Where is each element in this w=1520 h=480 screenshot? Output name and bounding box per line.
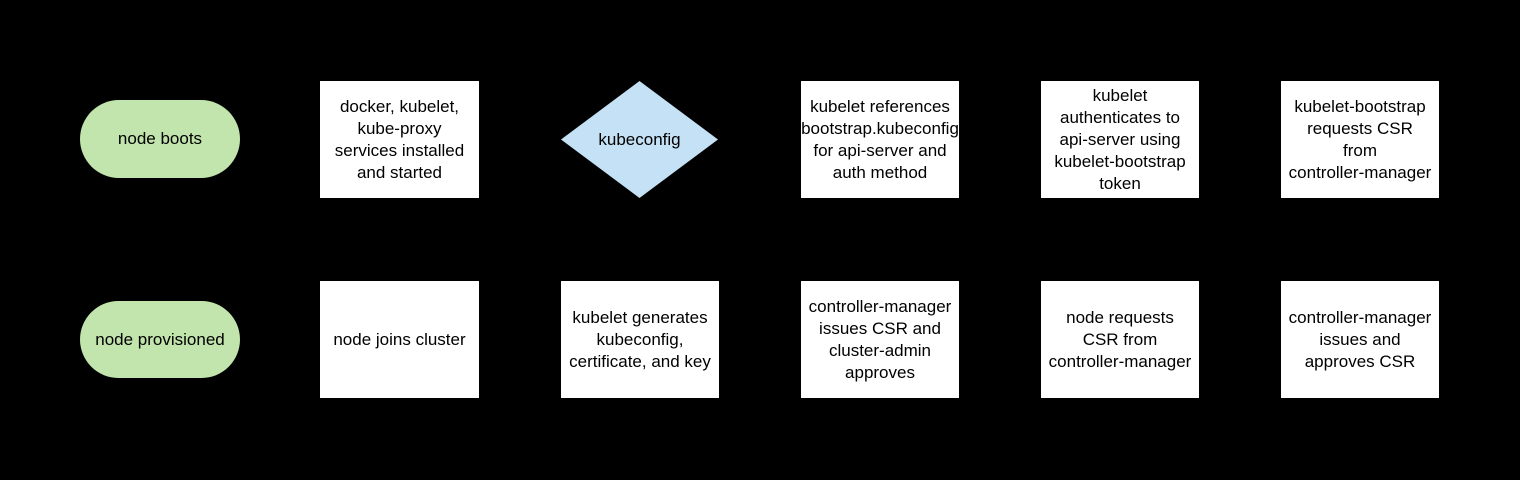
process-node-joins-cluster: node joins cluster <box>320 281 479 398</box>
terminator-node-provisioned: node provisioned <box>80 301 240 378</box>
process-cm-issues-admin-approves: controller-manager issues CSR and cluste… <box>801 281 959 398</box>
decision-kubeconfig: kubeconfig <box>561 81 718 198</box>
process-kubelet-references: kubelet references bootstrap.kubeconfig … <box>801 81 959 198</box>
process-kubelet-generates: kubelet generates kubeconfig, certificat… <box>561 281 719 398</box>
process-services-installed: docker, kubelet, kube-proxy services ins… <box>320 81 479 198</box>
process-node-requests-csr: node requests CSR from controller-manage… <box>1041 281 1199 398</box>
process-cm-issues-and-approves: controller-manager issues and approves C… <box>1281 281 1439 398</box>
terminator-node-boots: node boots <box>80 100 240 178</box>
process-kubelet-bootstrap-requests: kubelet-bootstrap requests CSR from cont… <box>1281 81 1439 198</box>
process-kubelet-authenticates: kubelet authenticates to api-server usin… <box>1041 81 1199 198</box>
